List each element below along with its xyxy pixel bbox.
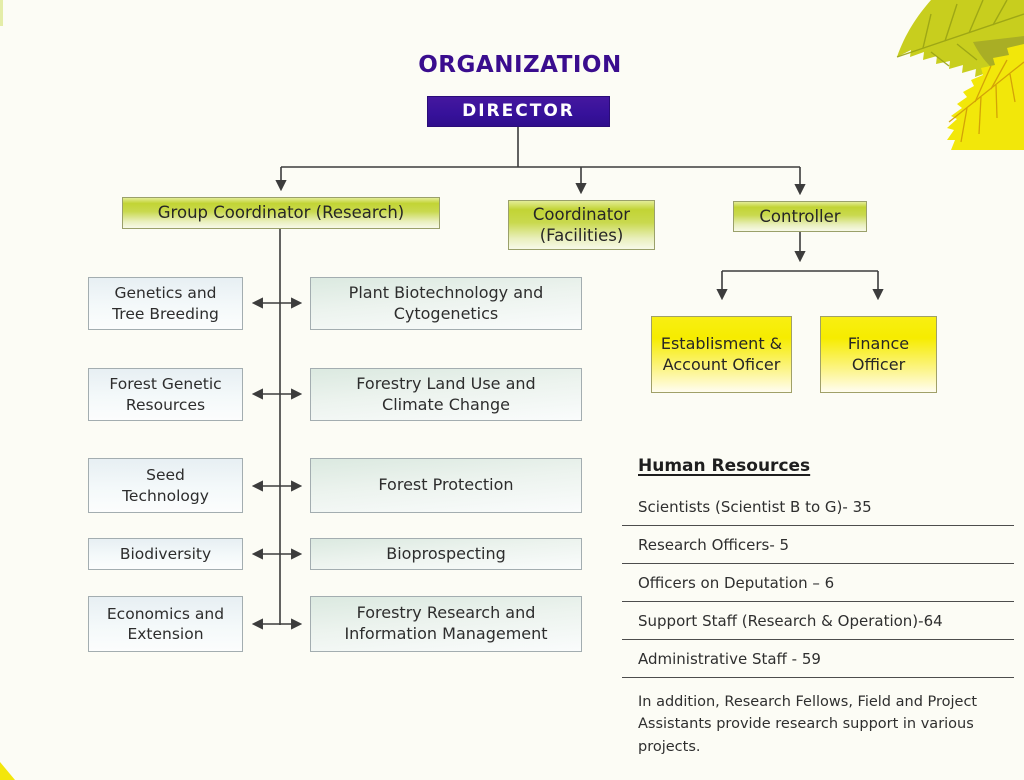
division-label: Forest Protection <box>378 475 514 495</box>
officer-label: Establisment & Account Oficer <box>660 333 783 374</box>
division-label: Seed Technology <box>122 466 209 505</box>
division-label: Forestry Land Use and Climate Change <box>356 373 536 414</box>
branch-box-coordinator-facilities: Coordinator (Facilities) <box>508 200 655 250</box>
hr-note: In addition, Research Fellows, Field and… <box>638 694 978 755</box>
corner-leaf-wedge <box>0 762 15 780</box>
org-box-seed-technology: Seed Technology <box>88 458 243 513</box>
org-box-establishment-account-officer: Establisment & Account Oficer <box>651 316 792 393</box>
division-label: Bioprospecting <box>386 543 506 563</box>
org-box-finance-officer: Finance Officer <box>820 316 937 393</box>
human-resources-section: Human Resources Scientists (Scientist B … <box>622 452 1014 758</box>
branch-label: Coordinator (Facilities) <box>532 204 631 245</box>
branch-label: Controller <box>759 206 841 226</box>
division-label: Forestry Research and Information Manage… <box>344 603 548 643</box>
branch-box-group-coordinator-research: Group Coordinator (Research) <box>122 197 440 229</box>
division-label: Biodiversity <box>119 544 212 563</box>
org-box-forestry-research-information-management: Forestry Research and Information Manage… <box>310 596 582 652</box>
division-label: Genetics and Tree Breeding <box>112 284 219 323</box>
hr-item-research-officers: Research Officers- 5 <box>622 526 1014 564</box>
division-label: Plant Biotechnology and Cytogenetics <box>348 282 544 323</box>
hr-item-support-staff: Support Staff (Research & Operation)-64 <box>622 602 1014 640</box>
leaf-decoration-icon <box>896 0 1024 150</box>
page-title: ORGANIZATION <box>418 52 622 78</box>
org-box-biodiversity: Biodiversity <box>88 538 243 570</box>
hr-item-scientists: Scientists (Scientist B to G)- 35 <box>622 488 1014 526</box>
division-label: Economics and Extension <box>106 604 225 643</box>
org-box-economics-extension: Economics and Extension <box>88 596 243 652</box>
scan-edge-artifact <box>0 0 3 26</box>
org-box-bioprospecting: Bioprospecting <box>310 538 582 570</box>
director-label: DIRECTOR <box>462 101 575 122</box>
org-box-genetics-tree-breeding: Genetics and Tree Breeding <box>88 277 243 330</box>
director-box: DIRECTOR <box>427 96 610 127</box>
human-resources-title: Human Resources <box>638 456 811 476</box>
org-box-plant-biotechnology-cytogenetics: Plant Biotechnology and Cytogenetics <box>310 277 582 330</box>
org-box-forestry-land-use-climate-change: Forestry Land Use and Climate Change <box>310 368 582 421</box>
org-box-forest-genetic-resources: Forest Genetic Resources <box>88 368 243 421</box>
hr-item-officers-deputation: Officers on Deputation – 6 <box>622 564 1014 602</box>
division-label: Forest Genetic Resources <box>109 375 222 414</box>
officer-label: Finance Officer <box>847 333 910 374</box>
hr-item-administrative-staff: Administrative Staff - 59 <box>622 640 1014 678</box>
branch-box-controller: Controller <box>733 201 867 232</box>
org-box-forest-protection: Forest Protection <box>310 458 582 513</box>
branch-label: Group Coordinator (Research) <box>157 203 405 223</box>
